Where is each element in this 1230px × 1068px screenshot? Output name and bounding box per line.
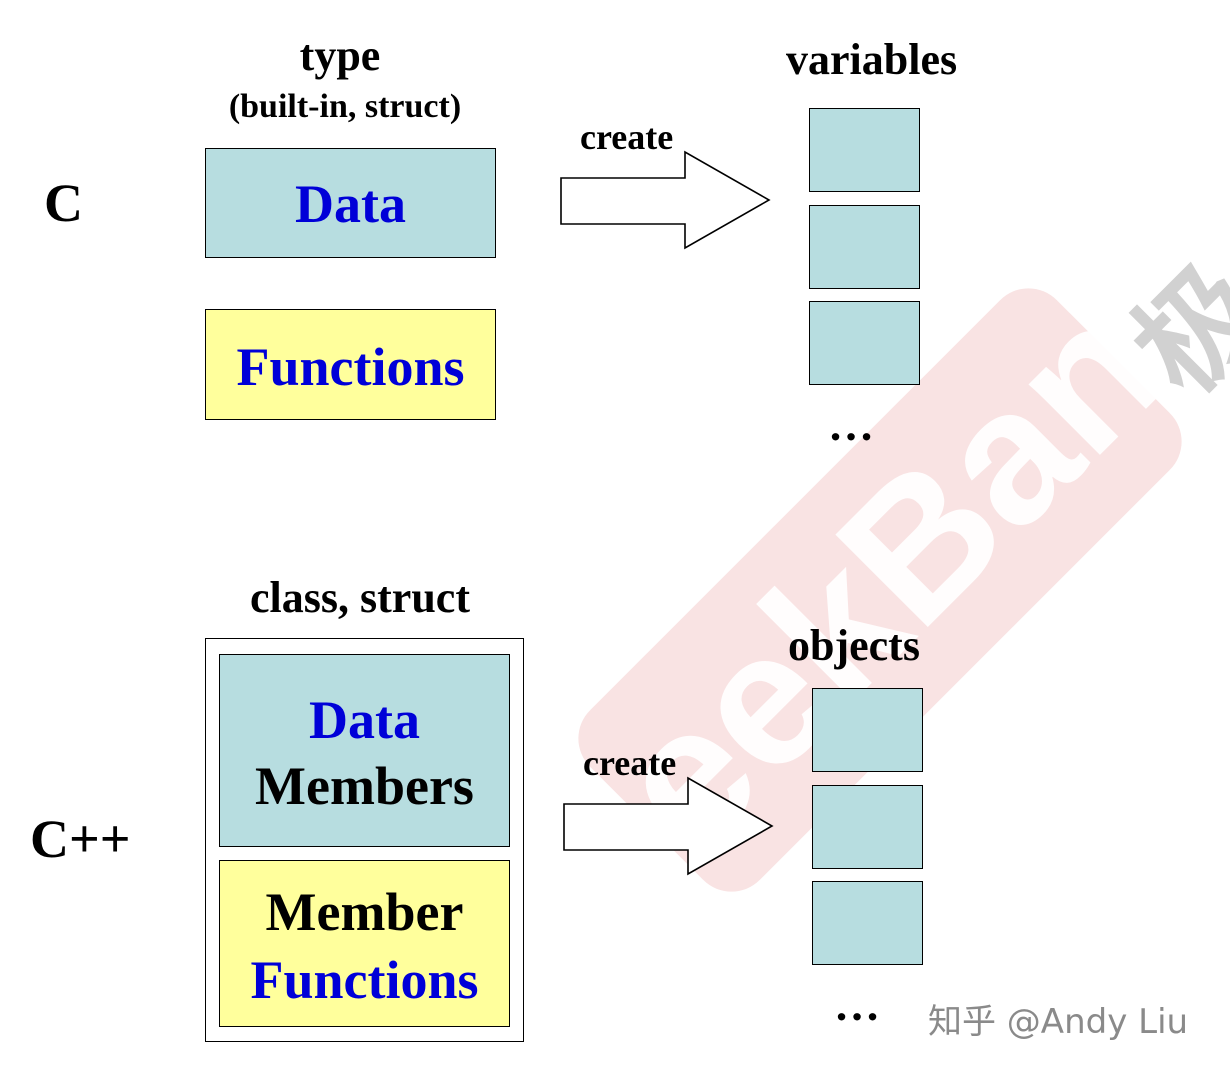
variables-title: variables (786, 35, 958, 84)
credit-text: 知乎 @Andy Liu (928, 1002, 1189, 1042)
variable-box (809, 108, 920, 192)
object-box (812, 881, 923, 965)
variable-box (809, 301, 920, 385)
class-struct-title: class, struct (250, 573, 470, 622)
variables-ellipsis: … (828, 399, 874, 450)
create-label-bottom: create (583, 743, 677, 783)
create-arrow-bottom (563, 776, 774, 876)
create-arrow-top (560, 150, 771, 250)
c-label: C (44, 173, 83, 233)
type-subtitle: (built-in, struct) (228, 88, 462, 125)
data-members-word-members: Members (255, 756, 474, 816)
objects-title: objects (788, 621, 920, 670)
cpp-label: C++ (30, 809, 131, 869)
member-functions-word-member: Member (265, 882, 464, 942)
data-label: Data (295, 174, 406, 234)
data-members-box: Data Members (219, 654, 510, 847)
type-title: type (299, 31, 381, 80)
member-functions-box: Member Functions (219, 860, 510, 1027)
data-members-word-data: Data (309, 690, 420, 750)
functions-label: Functions (236, 337, 465, 397)
member-functions-word-functions: Functions (250, 950, 479, 1010)
object-box (812, 688, 923, 772)
objects-ellipsis: … (834, 979, 880, 1030)
create-label-top: create (580, 117, 674, 157)
data-box: Data (205, 148, 496, 258)
object-box (812, 785, 923, 869)
variable-box (809, 205, 920, 289)
functions-box: Functions (205, 309, 496, 420)
